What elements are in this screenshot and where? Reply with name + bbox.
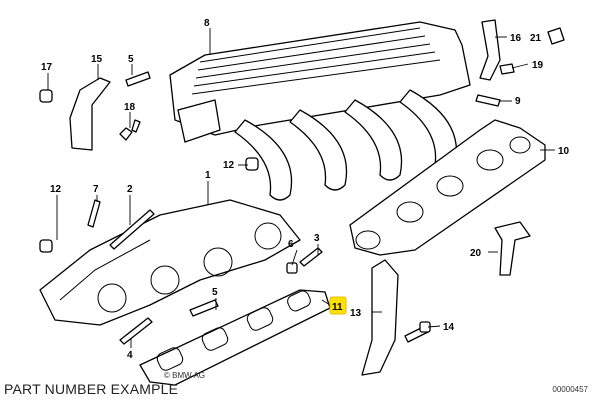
part-label-17: 17 bbox=[41, 62, 53, 73]
copyright-notice: © BMW AG bbox=[164, 371, 206, 380]
part-label-19: 19 bbox=[532, 60, 544, 71]
part-label-18: 18 bbox=[124, 102, 136, 113]
bracket-20-drawing bbox=[494, 221, 531, 276]
bracket-16-drawing bbox=[479, 19, 501, 81]
leader-lines bbox=[47, 28, 555, 348]
part-label-15: 15 bbox=[91, 54, 103, 65]
hardware-drawings bbox=[39, 27, 565, 345]
part-label-21: 21 bbox=[530, 33, 542, 44]
part-label-5-top: 5 bbox=[128, 54, 134, 65]
part-label-5-lower: 5 bbox=[212, 287, 218, 298]
part-label-11[interactable]: 11 bbox=[332, 302, 343, 313]
exhaust-manifold-drawing bbox=[39, 199, 301, 326]
part-label-1: 1 bbox=[205, 170, 211, 181]
highlight-box-11 bbox=[329, 296, 347, 315]
part-label-13: 13 bbox=[350, 308, 362, 319]
heat-shield-drawing bbox=[361, 259, 399, 376]
part-label-9: 9 bbox=[515, 96, 521, 107]
part-label-20: 20 bbox=[470, 248, 482, 259]
intake-manifold-drawing bbox=[169, 21, 471, 201]
part-label-3: 3 bbox=[314, 233, 320, 244]
caption: PART NUMBER EXAMPLE bbox=[4, 381, 179, 397]
part-label-16: 16 bbox=[510, 33, 522, 44]
part-label-2: 2 bbox=[127, 184, 133, 195]
part-label-4: 4 bbox=[127, 350, 133, 361]
upper-gasket-drawing bbox=[349, 119, 546, 256]
part-label-12-lower: 12 bbox=[50, 184, 62, 195]
part-label-7: 7 bbox=[93, 184, 99, 195]
part-label-6: 6 bbox=[288, 239, 294, 250]
part-label-12-upper: 12 bbox=[223, 160, 235, 171]
document-id: 00000457 bbox=[552, 385, 588, 394]
bracket-15-drawing bbox=[69, 77, 111, 151]
part-label-14: 14 bbox=[443, 322, 455, 333]
part-label-10: 10 bbox=[558, 146, 570, 157]
part-label-8: 8 bbox=[204, 18, 210, 29]
